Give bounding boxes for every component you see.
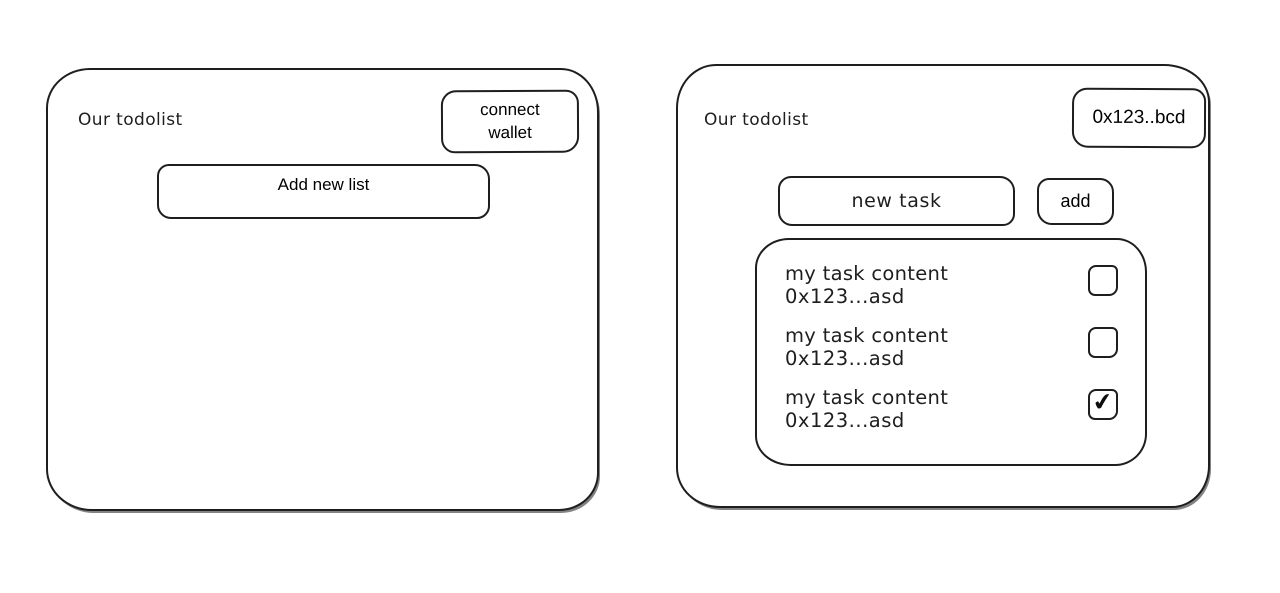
- page-title: Our todolist: [78, 110, 183, 130]
- new-task-input[interactable]: new task: [778, 176, 1015, 226]
- task-checkbox-checked[interactable]: ✔: [1088, 386, 1118, 420]
- task-content: my task content: [785, 385, 949, 409]
- task-checkbox-unchecked[interactable]: [1088, 326, 1118, 358]
- connect-wallet-button[interactable]: connect wallet: [440, 89, 580, 154]
- task-checkbox-unchecked[interactable]: [1088, 265, 1118, 296]
- task-address: 0x123...asd: [785, 347, 905, 371]
- check-icon: ✔: [1090, 386, 1115, 418]
- task-row: my task content 0x123...asd: [785, 262, 1129, 309]
- task-row: my task content 0x123...asd: [785, 324, 1129, 371]
- task-address: 0x123...asd: [785, 408, 905, 432]
- connect-wallet-label: connect wallet: [480, 99, 540, 142]
- task-content: my task content: [785, 323, 949, 347]
- task-row: my task content 0x123...asd ✔: [785, 386, 1129, 433]
- todolist-panel-connected: Our todolist 0x123..bcd new task add my …: [676, 64, 1210, 508]
- task-text: my task content 0x123...asd: [785, 324, 948, 371]
- task-text: my task content 0x123...asd: [785, 386, 948, 433]
- task-content: my task content: [785, 262, 949, 285]
- task-address: 0x123...asd: [785, 285, 905, 309]
- add-new-list-label: Add new list: [277, 175, 370, 194]
- todolist-panel-disconnected: Our todolist connect wallet Add new list: [46, 68, 599, 511]
- add-task-button[interactable]: add: [1037, 178, 1114, 225]
- task-list: my task content 0x123...asd my task cont…: [755, 238, 1147, 466]
- wallet-address-label: 0x123..bcd: [1092, 106, 1186, 129]
- new-task-placeholder: new task: [851, 190, 942, 212]
- wallet-address-button[interactable]: 0x123..bcd: [1071, 87, 1207, 149]
- add-new-list-button[interactable]: Add new list: [157, 164, 490, 219]
- add-task-label: add: [1060, 191, 1091, 211]
- page-title: Our todolist: [704, 110, 809, 130]
- task-text: my task content 0x123...asd: [785, 262, 948, 309]
